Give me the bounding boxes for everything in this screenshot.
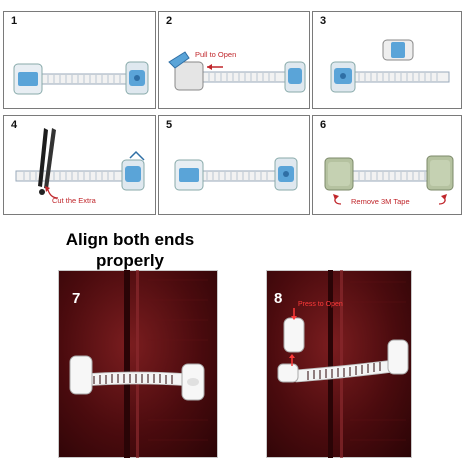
step-number: 1 xyxy=(11,15,18,27)
step-panel-4: 4 Cut the Extra xyxy=(3,115,156,215)
step-number: 3 xyxy=(320,15,327,27)
headline-line-1: Align both ends xyxy=(65,230,195,249)
instruction-headline: Align both ends properly xyxy=(40,229,220,271)
step-number: 6 xyxy=(320,119,327,131)
step-note: Remove 3M Tape xyxy=(351,197,410,206)
photo-panel-7: 7 xyxy=(58,270,218,458)
photo-panel-8: Press to Open 8 xyxy=(266,270,412,458)
cabinet-photo-7 xyxy=(58,270,218,458)
scissors-icon xyxy=(38,128,56,195)
photo-number: 8 xyxy=(274,290,283,307)
strap-lock-illustration xyxy=(13,61,149,95)
photo-number: 7 xyxy=(72,290,81,307)
step-panel-3: 3 xyxy=(312,11,462,109)
cut-extra-illustration: Cut the Extra xyxy=(15,128,145,205)
step-note: Pull to Open xyxy=(195,50,236,59)
step-panel-5: 5 xyxy=(158,115,310,215)
step-number: 4 xyxy=(11,119,18,131)
separated-latch-illustration xyxy=(330,39,450,93)
step-panel-1: 1 xyxy=(3,11,156,109)
remove-tape-illustration: Remove 3M Tape xyxy=(324,155,454,206)
step-note: Cut the Extra xyxy=(52,196,97,205)
step-panel-2: 2 Pull to Open xyxy=(158,11,310,109)
step-number: 2 xyxy=(166,15,173,27)
pull-to-open-illustration: Pull to Open xyxy=(168,50,306,93)
photo-note: Press to Open xyxy=(298,301,343,308)
step-panel-6: 6 Remove 3M Tape xyxy=(312,115,462,215)
trimmed-strap-illustration xyxy=(174,157,298,191)
headline-line-2: properly xyxy=(95,251,165,270)
step-number: 5 xyxy=(166,119,173,131)
cabinet-photo-8: Press to Open xyxy=(266,270,412,458)
